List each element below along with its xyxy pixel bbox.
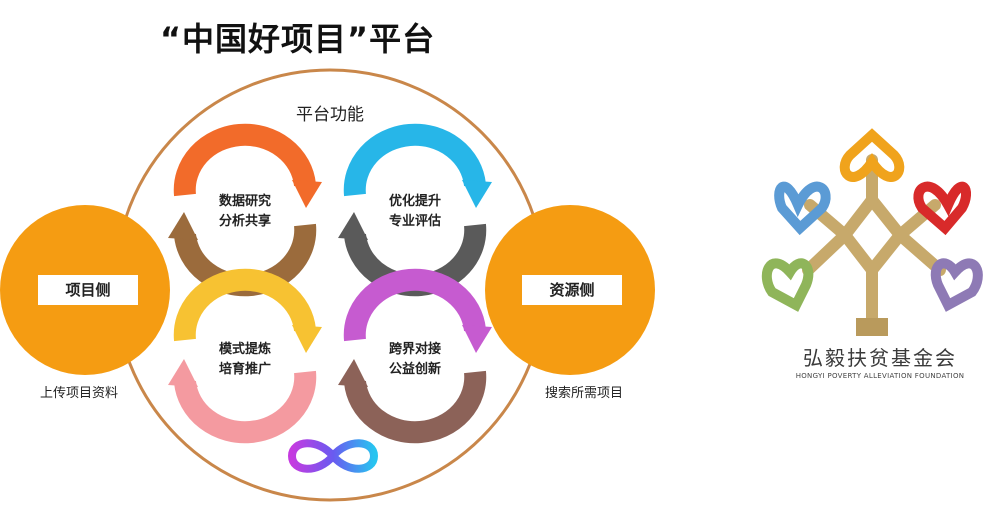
cycle-arrow-3-bottom-head [168, 359, 198, 387]
function-4-line1: 跨界对接 [388, 342, 441, 357]
heart-green [761, 258, 814, 312]
resource-side-label: 资源侧 [522, 275, 622, 305]
cycle-arrow-2-top-head [462, 180, 492, 208]
platform-functions-heading: 平台功能 [296, 105, 364, 125]
infinity-icon [287, 439, 379, 473]
heart-red [913, 181, 971, 236]
function-1-line2: 分析共享 [218, 214, 271, 229]
hongyi-logo [761, 128, 983, 336]
cycle-arrow-4-top [343, 268, 486, 342]
foundation-name: 弘毅扶贫基金会 [803, 346, 957, 370]
function-3-line1: 模式提炼 [218, 342, 271, 357]
cycle-arrow-1-bottom-head [168, 212, 198, 240]
cycle-arrow-3-bottom [174, 370, 317, 444]
function-node-2: 优化提升 专业评估 [360, 192, 470, 232]
function-node-4: 跨界对接 公益创新 [360, 340, 470, 380]
heart-purple [930, 258, 983, 312]
cycle-arrows-data [168, 123, 492, 444]
cycle-arrow-4-bottom-head [338, 359, 368, 387]
cycle-arrow-4-top-head [462, 325, 492, 353]
function-4-line2: 公益创新 [388, 362, 441, 377]
cycle-arrow-1-top [173, 123, 316, 197]
function-node-1: 数据研究 分析共享 [190, 192, 300, 232]
function-3-line2: 培育推广 [218, 362, 271, 377]
resource-side-caption: 搜索所需项目 [545, 386, 624, 401]
cycle-arrow-2-top [343, 123, 486, 197]
cycle-arrow-4-bottom [344, 370, 487, 444]
heart-blue [774, 181, 831, 236]
function-2-line2: 专业评估 [388, 214, 441, 229]
function-node-3: 模式提炼 培育推广 [190, 340, 300, 380]
foundation-english-name: HONGYI POVERTY ALLEVIATION FOUNDATION [795, 372, 965, 380]
page-title: “中国好项目”平台 [160, 20, 436, 58]
function-2-line1: 优化提升 [388, 194, 441, 209]
cycle-arrow-1-top-head [292, 180, 322, 208]
cycle-arrow-3-top-head [292, 325, 322, 353]
project-side-label: 项目侧 [38, 275, 138, 305]
cycle-arrow-3-top [173, 268, 316, 342]
platform-ring [113, 68, 547, 502]
heart-orange [839, 128, 905, 182]
cycle-arrow-2-bottom-head [338, 212, 368, 240]
function-1-line1: 数据研究 [218, 194, 271, 209]
project-side-caption: 上传项目资料 [40, 386, 119, 401]
